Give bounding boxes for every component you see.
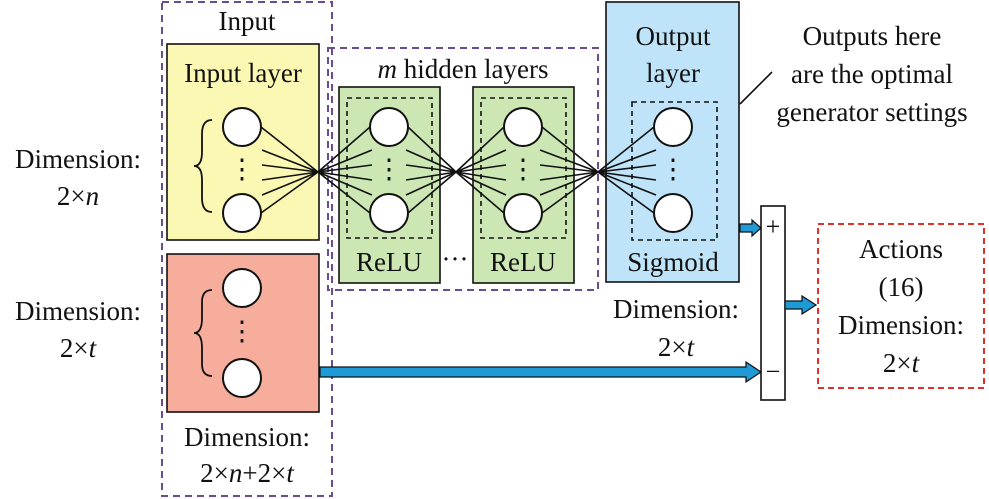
- hidden2-ellipsis: ⋮: [510, 154, 537, 184]
- output-to-combiner-arrow: [739, 218, 762, 238]
- actions-title: Actions: [859, 234, 943, 264]
- annotation-line-3: generator settings: [776, 97, 967, 127]
- combiner-to-actions-arrow: [784, 294, 818, 316]
- hidden-group-title: m hidden layers: [378, 54, 549, 84]
- hidden-layers-ellipsis: ···: [442, 244, 469, 274]
- input-node-bottom: [222, 193, 262, 233]
- actions-number: (16): [879, 272, 924, 302]
- input-node-top: [222, 107, 262, 147]
- input-layer-title: Input layer: [184, 58, 302, 88]
- lower-dimension-label: Dimension:: [15, 296, 141, 326]
- annotation-leader: [739, 71, 773, 105]
- annotation-line-1: Outputs here: [803, 21, 942, 51]
- combiner-box: [760, 205, 786, 401]
- input-node-ellipsis: ⋮: [229, 154, 256, 184]
- input-brace-icon: [193, 119, 213, 213]
- actions-dimension-label: Dimension:: [838, 310, 964, 340]
- input-group-title: Input: [219, 6, 276, 36]
- hidden1-node-bottom: [369, 193, 409, 233]
- actions-frame: [817, 223, 985, 389]
- output-layer-activation: Sigmoid: [627, 247, 719, 277]
- hidden-group-frame: [327, 47, 599, 291]
- combiner-plus: +: [766, 212, 781, 241]
- combiner-minus: −: [766, 357, 781, 386]
- input-group-frame: [161, 1, 333, 497]
- lower-node-bottom: [222, 358, 262, 398]
- output-node-bottom: [653, 193, 693, 233]
- upper-dimension-label: Dimension:: [15, 144, 141, 174]
- lower-input-brace-icon: [193, 289, 213, 377]
- upper-dimension-value: 2×n: [57, 181, 99, 211]
- hidden1-node-top: [369, 107, 409, 147]
- output-node-top: [653, 107, 693, 147]
- lower-node-ellipsis: ⋮: [229, 316, 256, 346]
- annotation-line-2: are the optimal: [791, 59, 953, 89]
- output-layer-title-line1: Output: [635, 21, 711, 51]
- connections: [260, 126, 657, 214]
- input-group-dimension-value: 2×n+2×t: [200, 458, 295, 488]
- output-dimension-value: 2×t: [658, 332, 696, 362]
- hidden2-node-top: [503, 107, 543, 147]
- hidden-layer-1-activation: ReLU: [356, 247, 422, 277]
- lower-input-to-combiner-arrow: [319, 360, 763, 384]
- actions-dimension-value: 2×t: [883, 348, 921, 378]
- lower-dimension-value: 2×t: [60, 333, 98, 363]
- output-ellipsis: ⋮: [660, 154, 687, 184]
- input-group-dimension-label: Dimension:: [184, 422, 310, 452]
- hidden2-node-bottom: [503, 193, 543, 233]
- output-layer-inner: [631, 101, 718, 241]
- output-layer-title-line2: layer: [646, 58, 700, 88]
- hidden1-ellipsis: ⋮: [376, 154, 403, 184]
- hidden-layer-2-activation: ReLU: [490, 247, 556, 277]
- output-dimension-label: Dimension:: [613, 294, 739, 324]
- lower-node-top: [222, 268, 262, 308]
